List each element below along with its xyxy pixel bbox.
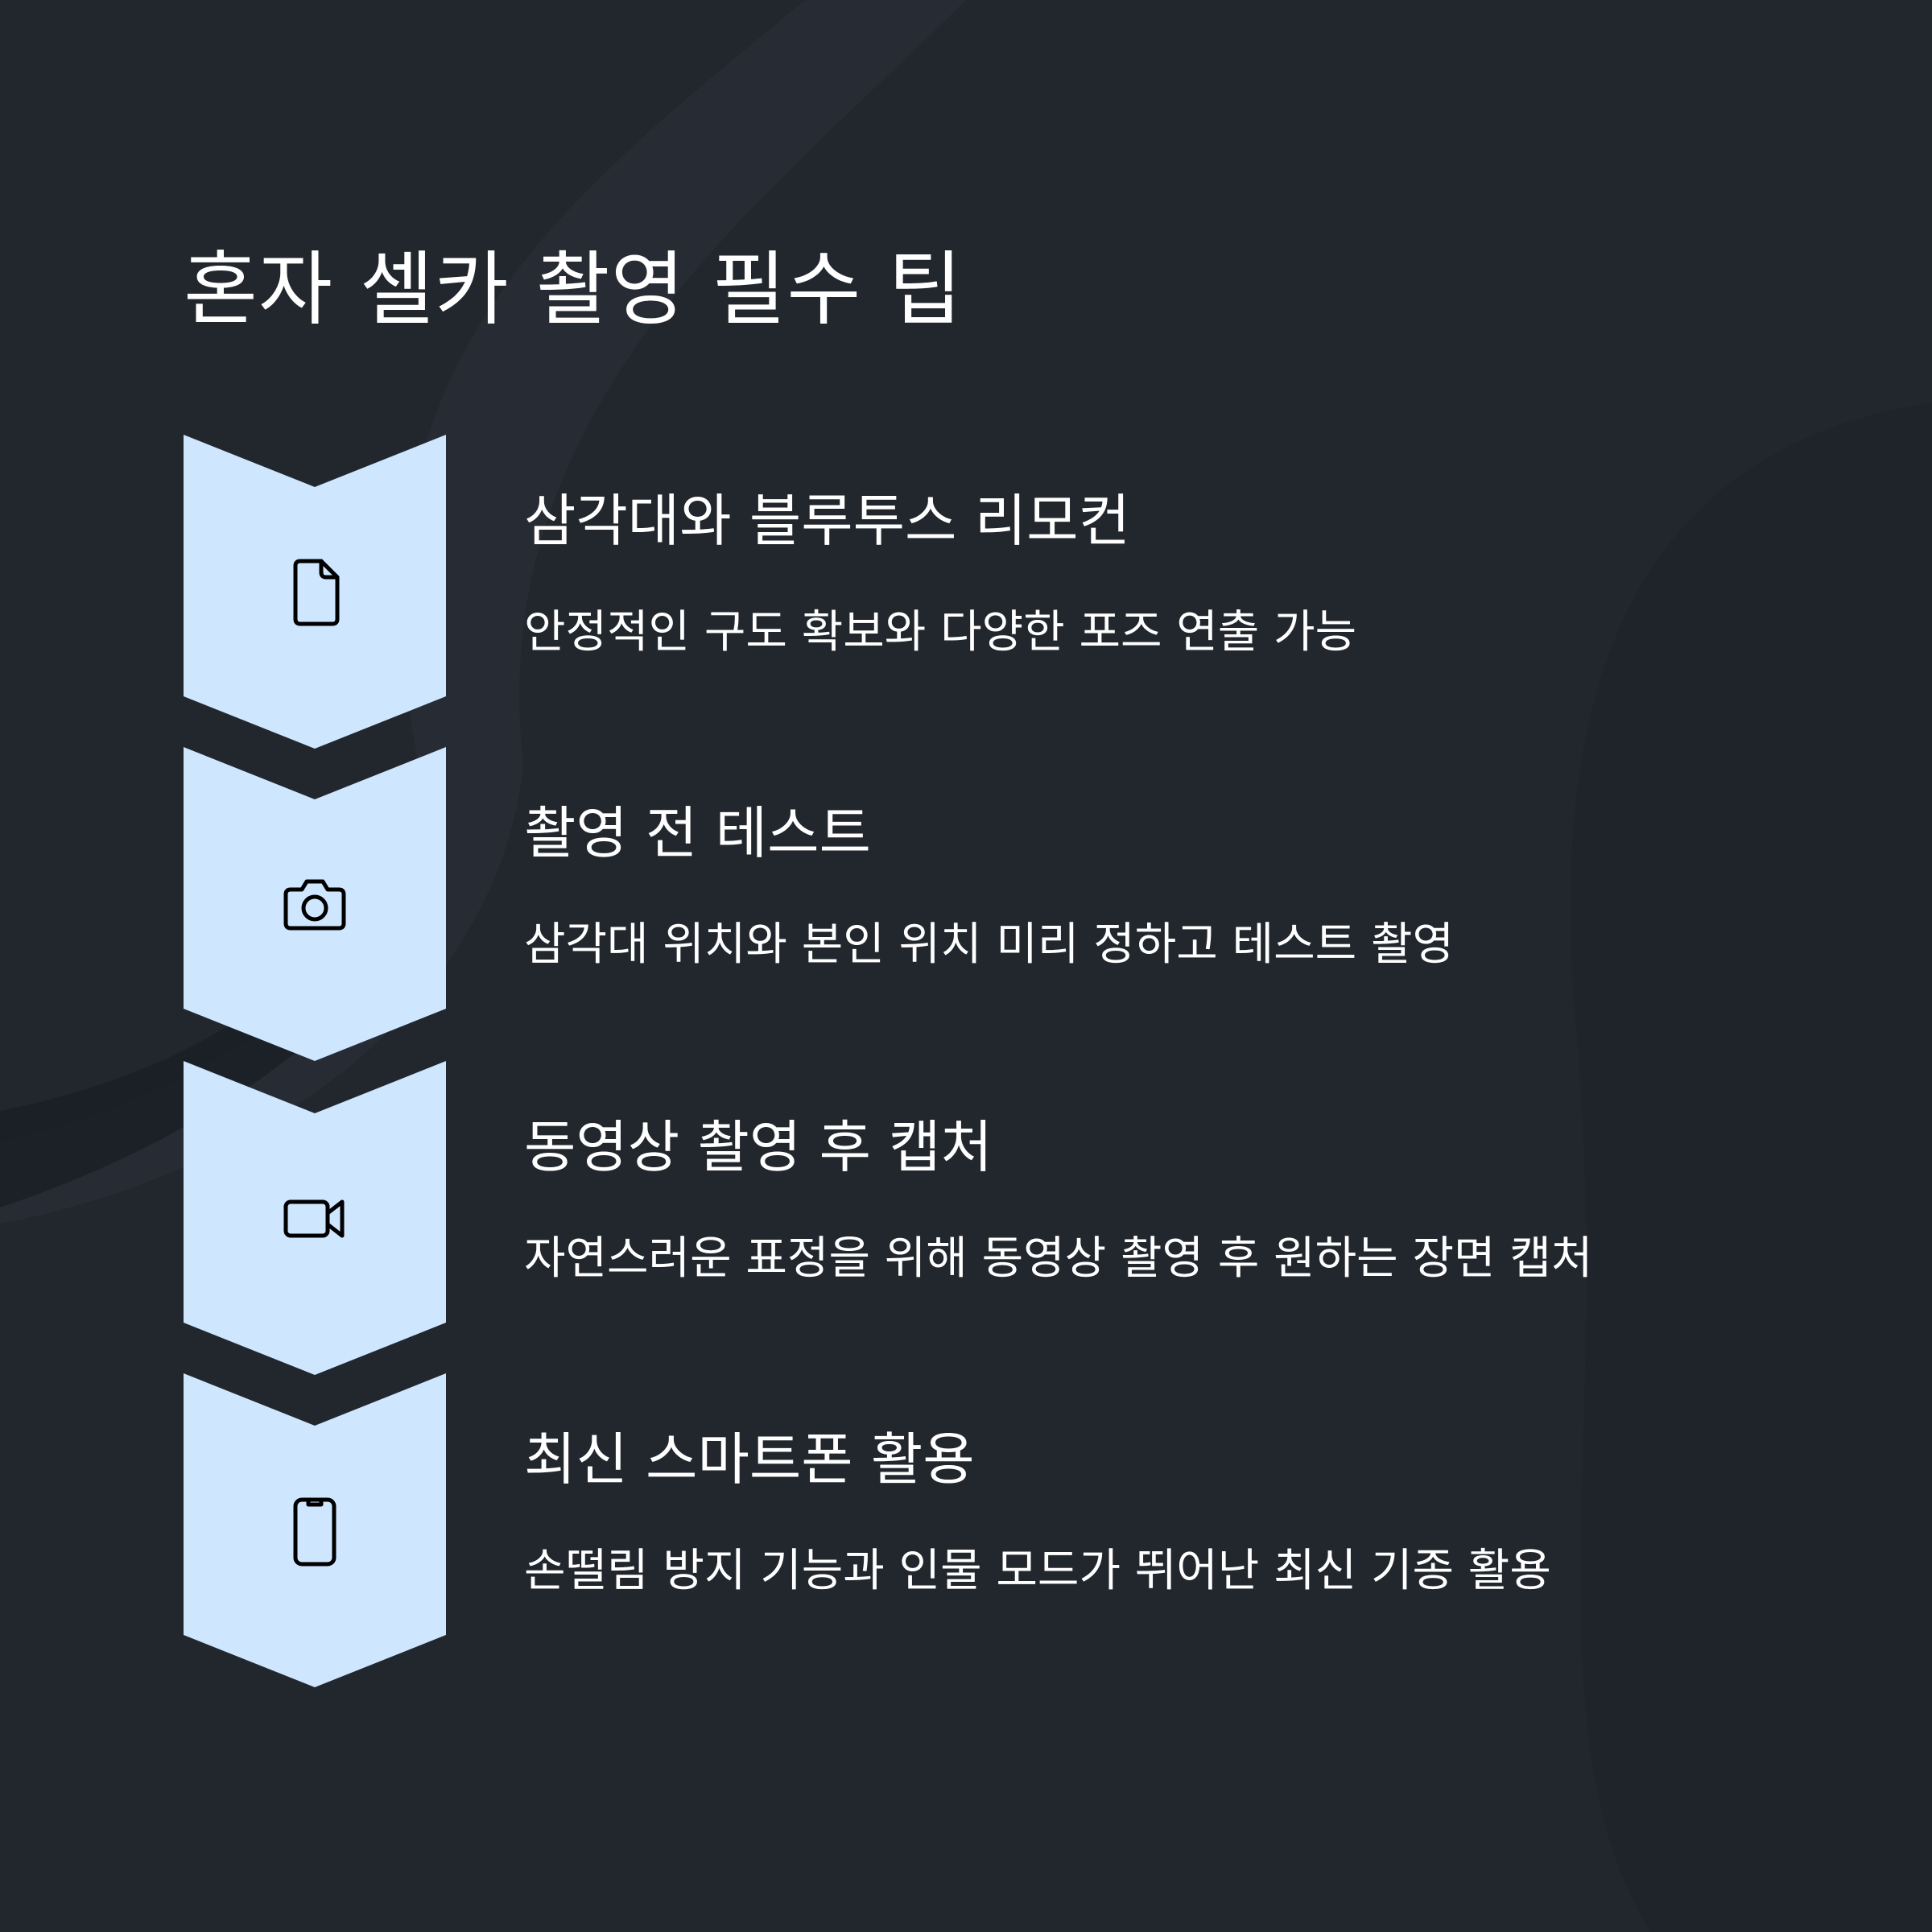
- step-title: 동영상 촬영 후 캡처: [524, 1114, 993, 1180]
- chevron-shape: [184, 435, 446, 749]
- step-title: 촬영 전 테스트: [524, 800, 871, 866]
- page-title: 혼자 셀카 촬영 필수 팁: [184, 242, 964, 336]
- step-item: 삼각대와 블루투스 리모컨 안정적인 구도 확보와 다양한 포즈 연출 가능: [184, 435, 1713, 749]
- step-description: 삼각대 위치와 본인 위치 미리 정하고 테스트 촬영: [524, 919, 1455, 971]
- chevron-shape: [184, 1061, 446, 1375]
- step-description: 손떨림 방지 기능과 인물 모드가 뛰어난 최신 기종 활용: [524, 1545, 1551, 1597]
- document-icon: [293, 559, 340, 626]
- step-title: 최신 스마트폰 활용: [524, 1426, 975, 1492]
- step-description: 안정적인 구도 확보와 다양한 포즈 연출 가능: [524, 606, 1357, 658]
- step-description: 자연스러운 표정을 위해 동영상 촬영 후 원하는 장면 캡처: [524, 1232, 1593, 1285]
- step-item: 동영상 촬영 후 캡처 자연스러운 표정을 위해 동영상 촬영 후 원하는 장면…: [184, 1061, 1713, 1375]
- chevron-shape: [184, 747, 446, 1061]
- chevron-shape: [184, 1373, 446, 1687]
- video-camera-icon: [283, 1199, 345, 1238]
- step-title: 삼각대와 블루투스 리모컨: [524, 488, 1130, 554]
- step-item: 최신 스마트폰 활용 손떨림 방지 기능과 인물 모드가 뛰어난 최신 기종 활…: [184, 1373, 1713, 1687]
- step-item: 촬영 전 테스트 삼각대 위치와 본인 위치 미리 정하고 테스트 촬영: [184, 747, 1713, 1061]
- smartphone-icon: [293, 1497, 336, 1567]
- camera-icon: [283, 879, 346, 931]
